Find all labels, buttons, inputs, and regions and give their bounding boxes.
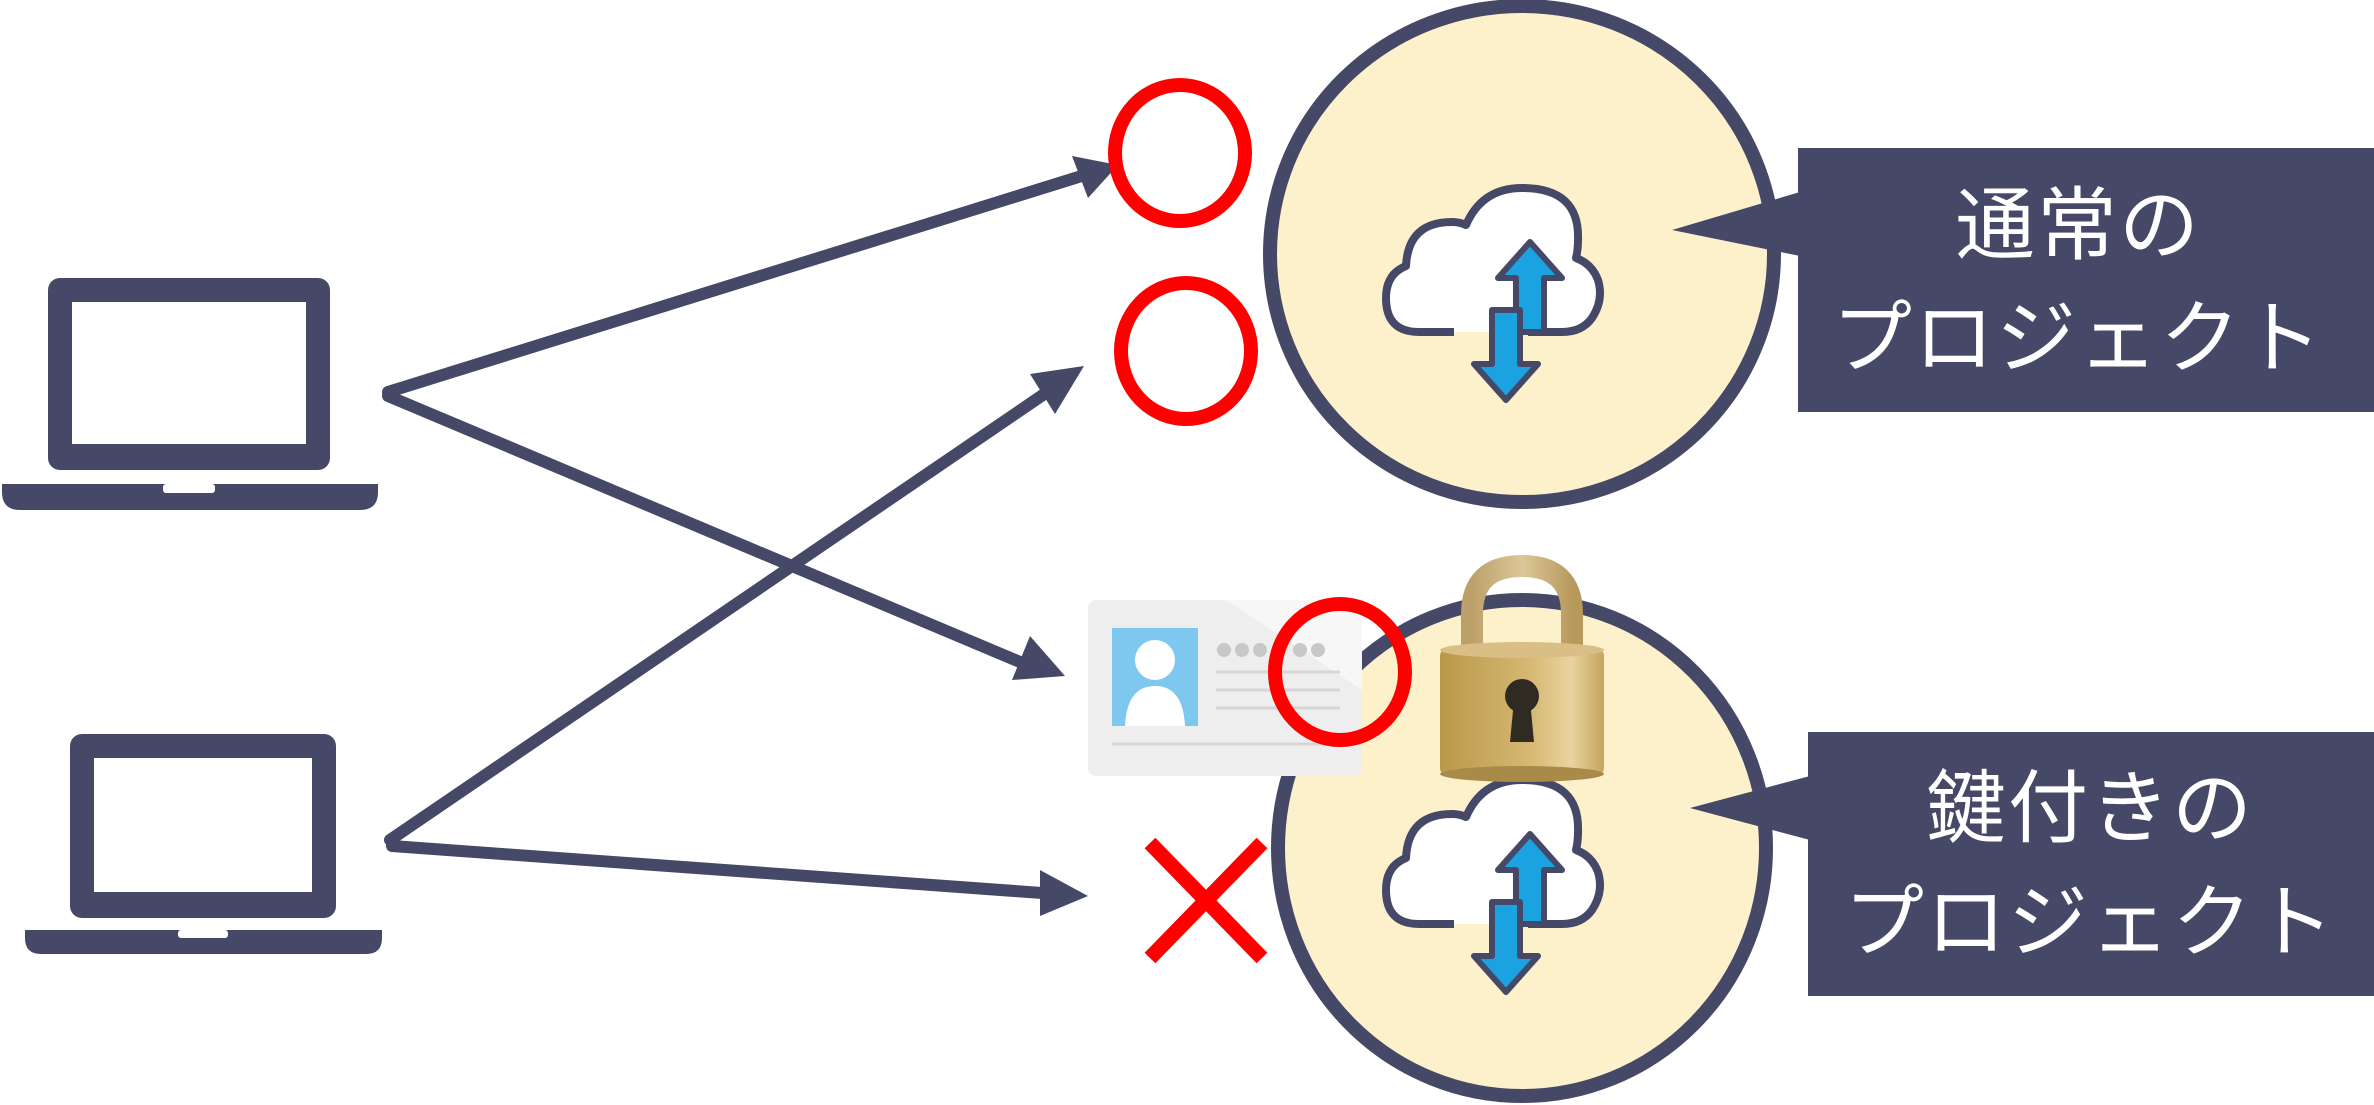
circle-ok-icon [1114,276,1258,426]
laptop-icon-top [2,278,378,510]
arrowhead-top-normal [1072,156,1118,198]
arrowheads [1012,156,1118,916]
id-card-icon [1088,600,1362,776]
locked-project-node [1271,593,1773,1103]
cloud-sync-icon [1382,776,1604,995]
callout-locked-line1: 鍵付きの [1926,762,2254,855]
circle-ok-icon [1268,597,1412,747]
arrowhead-bottom-denied [1040,870,1088,916]
result-marks [1108,78,1412,747]
padlock-icon [1440,554,1604,782]
cross-x-icon [1144,837,1268,964]
callout-normal-line2: プロジェクト [1832,292,2324,385]
cloud-sync-icon [1382,184,1604,403]
arrow-top-to-normal [382,168,1094,398]
arrow-bottom-to-normal [384,380,1062,846]
arrow-top-to-locked [382,390,1026,668]
laptop-icon-bottom [25,734,382,954]
normal-project-node [1263,0,1781,509]
callout-normal-project: 通常の プロジェクト [1672,148,2374,412]
arrow-bottom-to-denied [386,840,1062,900]
arrowhead-bottom-normal [1030,366,1084,414]
arrowhead-top-locked [1012,636,1065,680]
circle-ok-icon [1108,78,1252,228]
callout-locked-line2: プロジェクト [1844,876,2336,969]
arrows [382,168,1094,900]
callout-locked-project: 鍵付きの プロジェクト [1690,732,2374,996]
callout-normal-line1: 通常の [1955,179,2201,272]
